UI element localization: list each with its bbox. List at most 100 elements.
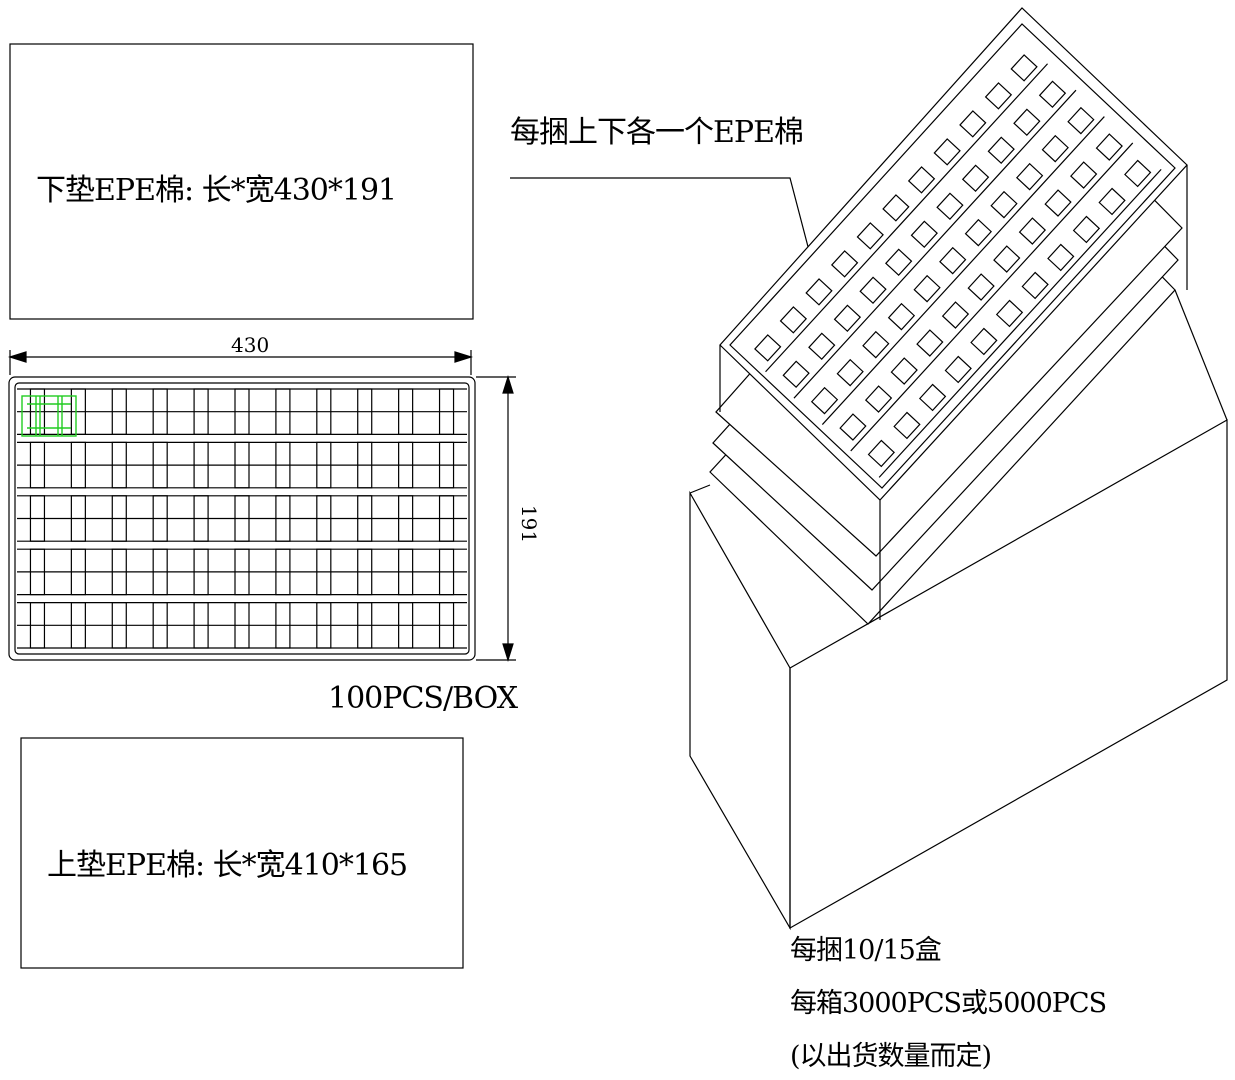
iso-tray-cell — [1015, 162, 1044, 191]
tray-cell — [29, 441, 46, 489]
tray-cell — [111, 495, 127, 542]
tray-cell — [193, 495, 209, 542]
iso-tray-cell — [839, 413, 867, 441]
iso-tray-cell — [1095, 133, 1123, 161]
tray-cell — [234, 601, 250, 649]
tray-cell — [152, 441, 168, 489]
tray-cell — [438, 441, 455, 489]
iso-tray-cell — [1018, 217, 1047, 245]
tray-cell — [438, 601, 455, 649]
tray-cell — [193, 441, 209, 489]
tray-cell — [152, 601, 168, 649]
tray-cell — [29, 388, 46, 436]
iso-tray-cell — [1070, 161, 1098, 189]
tray-cell — [70, 388, 86, 436]
tray-cell — [357, 441, 373, 489]
tray-outline — [8, 376, 476, 661]
iso-row-divider — [821, 116, 1105, 425]
per-bundle-label: 每捆10/15盒 — [790, 935, 942, 966]
iso-tray-cell — [893, 411, 921, 440]
tray-cell — [193, 601, 209, 649]
tray-cell — [111, 441, 127, 489]
bundle-note-leader — [510, 177, 813, 263]
iso-tray-cell — [944, 355, 972, 384]
tray-cell — [234, 548, 250, 596]
tray-cell — [438, 548, 455, 596]
tray-cell — [398, 548, 414, 596]
highlight-cell-icon — [21, 395, 77, 437]
iso-tray-cell — [961, 164, 990, 193]
tray-cell — [398, 495, 414, 542]
iso-tray-cell — [984, 82, 1013, 110]
iso-tray-cell — [910, 220, 938, 249]
iso-tray-cell — [885, 248, 913, 277]
iso-tray-cell — [959, 110, 987, 138]
bottom-pad-frame — [9, 43, 474, 320]
iso-tray-cell — [941, 301, 970, 329]
iso-tray-cell — [1041, 134, 1069, 163]
tray-cell — [275, 601, 291, 649]
iso-tray-cell — [1067, 106, 1095, 135]
iso-tray-cell — [779, 306, 808, 334]
iso-tray-cell — [918, 383, 947, 412]
box-count-label: 100PCS/BOX — [328, 681, 518, 716]
tray-cell-grid — [17, 388, 467, 649]
iso-row-divider — [878, 168, 1162, 478]
iso-tray-cell — [936, 192, 964, 221]
iso-tray-cell — [1021, 271, 1049, 300]
iso-tray-cell — [1010, 54, 1038, 82]
tray-cell — [316, 441, 332, 489]
top-pad-frame — [20, 737, 464, 969]
tray-cell — [275, 388, 291, 436]
iso-tray-cell — [864, 385, 893, 413]
tray-cell — [193, 548, 209, 596]
tray-cell — [234, 388, 250, 436]
tray-cell — [357, 495, 373, 542]
tray-cell — [275, 495, 291, 542]
tray-cell — [438, 495, 455, 542]
tray-cell — [316, 388, 332, 436]
iso-row-divider — [765, 63, 1049, 373]
iso-tray-cell — [1098, 187, 1126, 216]
tray-cell — [234, 495, 250, 542]
tray-cell — [316, 601, 332, 649]
tray-cell — [398, 601, 414, 649]
length-dimension-label: 430 — [231, 333, 270, 357]
iso-tray-cell — [964, 218, 992, 247]
carton-box — [689, 289, 1228, 931]
tray-cell — [70, 548, 86, 596]
tray-cell — [398, 441, 414, 489]
width-dimension-line — [476, 374, 516, 663]
iso-row-divider — [793, 89, 1077, 399]
tray-cell — [29, 548, 46, 596]
iso-tray-cell — [859, 276, 887, 305]
iso-tray-cell — [916, 329, 944, 357]
iso-tray-cell — [867, 439, 895, 468]
iso-tray-cell — [1044, 189, 1072, 217]
iso-tray-cell — [970, 327, 998, 356]
iso-tray-cell — [833, 304, 862, 333]
tray-cell — [29, 601, 46, 649]
quantity-note-label: (以出货数量而定) — [790, 1041, 992, 1072]
tray-cell — [70, 441, 86, 489]
iso-tray-cell — [887, 302, 916, 331]
tray-cell — [152, 548, 168, 596]
top-pad-label: 上垫EPE棉: 长*宽410*165 — [47, 848, 408, 883]
tray-cell — [398, 388, 414, 436]
iso-tray-cell — [782, 360, 810, 389]
width-dimension-label: 191 — [517, 504, 542, 544]
length-dimension-line — [7, 350, 474, 375]
bottom-pad-label: 下垫EPE棉: 长*宽430*191 — [36, 173, 397, 208]
iso-tray-cell — [933, 138, 961, 166]
iso-tray-cell — [1047, 243, 1075, 272]
tray-cell — [193, 388, 209, 436]
iso-tray-cell — [939, 246, 967, 275]
iso-tray-cell — [856, 222, 884, 250]
tray-cell — [29, 495, 46, 542]
iso-tray-cell — [995, 299, 1024, 328]
iso-tray-cell — [754, 334, 782, 362]
iso-tray-cell — [990, 190, 1018, 219]
iso-tray-cell — [882, 194, 910, 222]
tray-cell — [316, 495, 332, 542]
